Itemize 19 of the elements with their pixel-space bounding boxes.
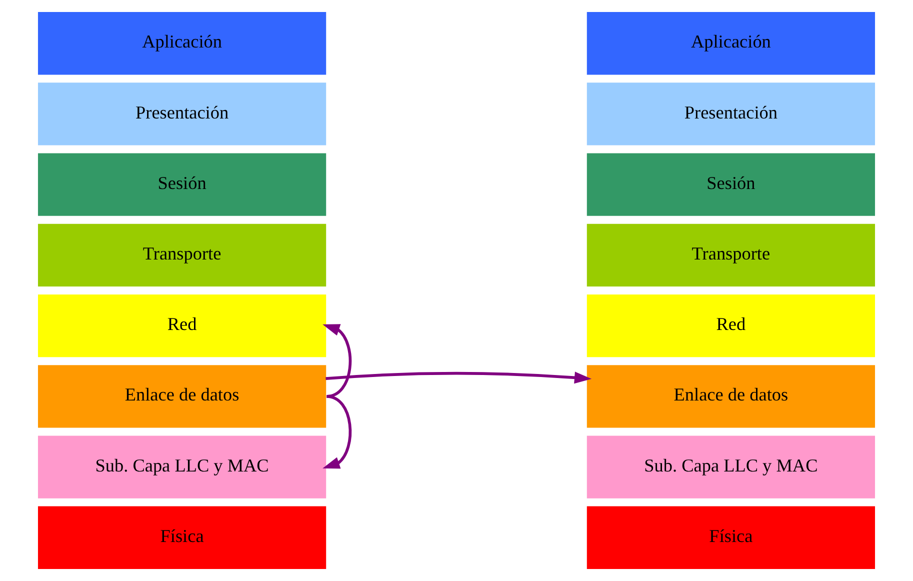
node-box: Física xyxy=(586,506,876,569)
arrow xyxy=(322,395,352,469)
node-box: Enlace de datos xyxy=(38,365,326,428)
node-box: Aplicación xyxy=(38,12,326,75)
node-box: Enlace de datos xyxy=(586,365,876,428)
arrow xyxy=(322,324,352,398)
arrow xyxy=(326,372,592,384)
node-box: Red xyxy=(586,294,876,358)
node-box: Sub. Capa LLC y MAC xyxy=(38,436,326,498)
node-box: Sub. Capa LLC y MAC xyxy=(586,436,876,498)
node-box: Transporte xyxy=(586,224,876,287)
node-box: Sesión xyxy=(586,153,876,216)
node-box: Aplicación xyxy=(586,12,876,75)
node-box: Transporte xyxy=(38,224,326,287)
node-box: Presentación xyxy=(38,82,326,146)
node-box: Sesión xyxy=(38,153,326,216)
node-box: Presentación xyxy=(586,82,876,146)
node-box: Red xyxy=(38,294,326,358)
node-box: Física xyxy=(38,506,326,569)
